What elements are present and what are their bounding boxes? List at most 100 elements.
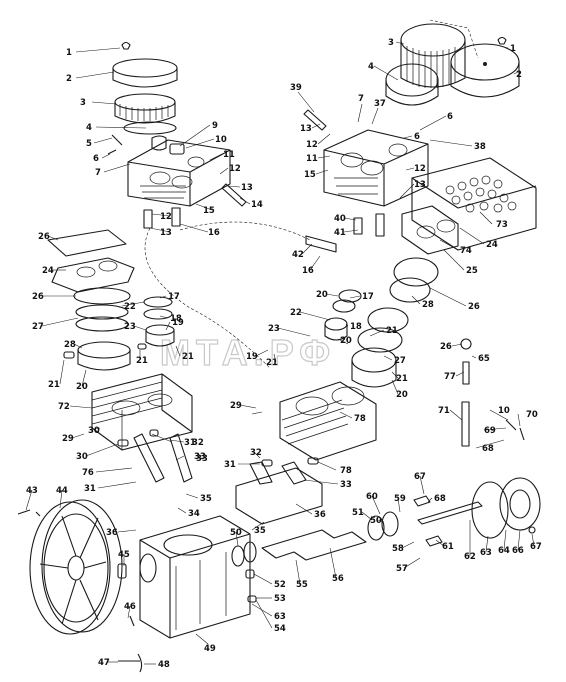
part-label: 26 xyxy=(468,302,480,312)
part-label: 23 xyxy=(268,324,280,334)
part-label: 28 xyxy=(64,340,76,350)
part-label: 66 xyxy=(512,546,524,556)
part-label: 31 xyxy=(184,438,196,448)
part-label: 35 xyxy=(254,526,266,536)
part-label: 4 xyxy=(368,62,374,72)
part-label: 78 xyxy=(340,466,352,476)
part-label: 33 xyxy=(194,452,206,462)
part-label: 77 xyxy=(444,372,456,382)
part-label: 23 xyxy=(124,322,136,332)
part-label: 2 xyxy=(66,74,72,84)
right-valve-plate xyxy=(401,157,537,255)
part-label: 50 xyxy=(230,528,242,538)
connecting-rods xyxy=(117,429,319,485)
part-label: 40 xyxy=(334,214,346,224)
part-label: 1 xyxy=(510,44,516,54)
part-label: 10 xyxy=(498,406,510,416)
part-label: 47 xyxy=(98,658,110,668)
part-label: 28 xyxy=(422,300,434,310)
part-label: 10 xyxy=(215,135,227,145)
part-label: 61 xyxy=(442,542,454,552)
part-label: 19 xyxy=(246,352,258,362)
part-label: 37 xyxy=(374,99,386,109)
part-label: 18 xyxy=(170,314,182,324)
part-label: 78 xyxy=(354,414,366,424)
part-label: 21 xyxy=(182,352,194,362)
part-label: 54 xyxy=(274,624,286,634)
part-label: 52 xyxy=(274,580,286,590)
part-label: 29 xyxy=(230,401,242,411)
part-label: 6 xyxy=(447,112,453,122)
part-label: 13 xyxy=(414,180,426,190)
part-label: 33 xyxy=(340,480,352,490)
part-label: 15 xyxy=(304,170,316,180)
crankcase xyxy=(139,467,323,639)
part-label: 7 xyxy=(358,94,364,104)
part-label: 32 xyxy=(250,448,262,458)
part-label: 68 xyxy=(482,444,494,454)
drain-parts xyxy=(117,563,257,673)
part-label: 27 xyxy=(32,322,44,332)
part-label: 5 xyxy=(86,139,92,149)
part-label: 65 xyxy=(478,354,490,364)
part-label: 74 xyxy=(460,246,472,256)
part-label: 67 xyxy=(414,472,426,482)
right-cylinder-head xyxy=(303,109,429,253)
part-label: 2 xyxy=(516,70,522,80)
left-air-filter xyxy=(112,41,178,151)
part-label: 50 xyxy=(370,516,382,526)
part-label: 62 xyxy=(464,552,476,562)
right-rings-pistons xyxy=(324,257,439,388)
part-label: 21 xyxy=(48,380,60,390)
right-cylinder-block xyxy=(279,381,377,461)
left-cylinder-block xyxy=(91,373,193,451)
part-label: 24 xyxy=(486,240,498,250)
part-label: 24 xyxy=(42,266,54,276)
part-label: 18 xyxy=(350,322,362,332)
part-label: 42 xyxy=(292,250,304,260)
part-label: 16 xyxy=(208,228,220,238)
part-label: 30 xyxy=(88,426,100,436)
part-label: 6 xyxy=(414,132,420,142)
part-label: 3 xyxy=(388,38,394,48)
part-label: 32 xyxy=(192,438,204,448)
left-cylinder-head xyxy=(107,134,311,369)
part-label: 35 xyxy=(200,494,212,504)
part-label: 63 xyxy=(274,612,286,622)
part-label: 60 xyxy=(366,492,378,502)
part-label: 57 xyxy=(396,564,408,574)
part-label: 21 xyxy=(396,374,408,384)
part-label: 34 xyxy=(188,509,200,519)
watermark: МТА.РФ xyxy=(160,332,336,373)
part-label: 3 xyxy=(80,98,86,108)
part-label: 12 xyxy=(229,164,241,174)
part-label: 41 xyxy=(334,228,346,238)
part-label: 17 xyxy=(168,292,180,302)
part-label: 31 xyxy=(84,484,96,494)
part-label: 56 xyxy=(332,574,344,584)
part-label: 72 xyxy=(58,402,70,412)
part-label: 19 xyxy=(172,318,184,328)
part-label: 48 xyxy=(158,660,170,670)
leader-lines xyxy=(25,41,535,665)
part-label: 71 xyxy=(438,406,450,416)
part-label: 12 xyxy=(160,212,172,222)
part-label: 49 xyxy=(204,644,216,654)
part-label: 69 xyxy=(484,426,496,436)
part-label: 21 xyxy=(266,358,278,368)
part-label: 21 xyxy=(386,326,398,336)
part-label: 64 xyxy=(498,546,510,556)
part-label: 58 xyxy=(392,544,404,554)
part-label: 76 xyxy=(82,468,94,478)
right-air-filter xyxy=(385,19,520,106)
part-label: 13 xyxy=(241,183,253,193)
part-label: 12 xyxy=(306,140,318,150)
part-label: 70 xyxy=(526,410,538,420)
part-label: 25 xyxy=(466,266,478,276)
part-labels: 1 2 3 4 5 6 7 9 10 11 12 13 14 15 12 13 … xyxy=(26,38,542,670)
part-label: 15 xyxy=(203,206,215,216)
part-label: 36 xyxy=(106,528,118,538)
part-label: 30 xyxy=(76,452,88,462)
part-label: 44 xyxy=(56,486,68,496)
